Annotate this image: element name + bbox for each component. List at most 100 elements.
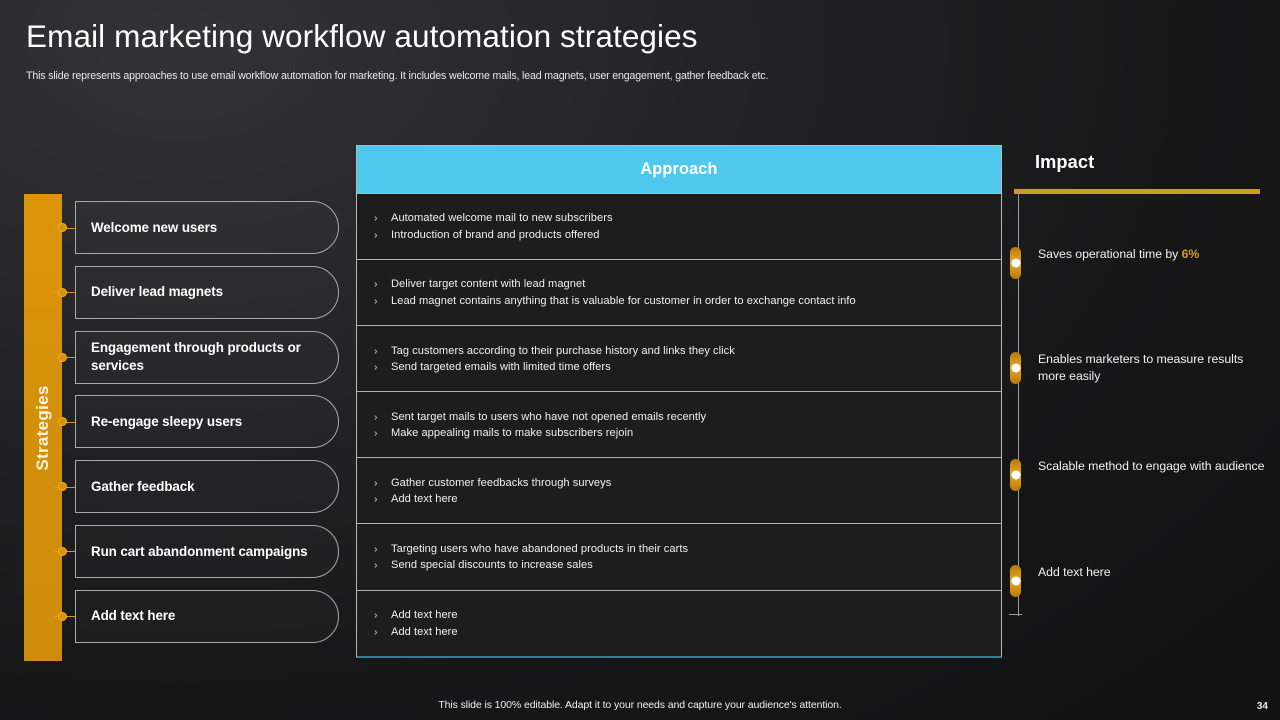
approach-bullet-line: ›Add text here	[374, 607, 1001, 623]
slide-header: Email marketing workflow automation stra…	[26, 18, 1226, 82]
page-number: 34	[1256, 701, 1268, 712]
impact-timeline-axis	[1018, 192, 1019, 616]
strategy-pill-2[interactable]: Engagement through products or services	[75, 330, 339, 384]
footer-note: This slide is 100% editable. Adapt it to…	[438, 699, 842, 711]
impact-text-main: Add text here	[1038, 565, 1111, 579]
approach-bullet-line: ›Make appealing mails to make subscriber…	[374, 425, 1001, 441]
chevron-right-icon: ›	[374, 212, 378, 225]
chevron-right-icon: ›	[374, 294, 378, 307]
chevron-right-icon: ›	[374, 542, 378, 555]
chevron-right-icon: ›	[374, 559, 378, 572]
impact-text: Add text here	[1038, 564, 1270, 581]
approach-bullet-text: Send targeted emails with limited time o…	[391, 360, 611, 373]
strategy-label: Deliver lead magnets	[91, 284, 223, 300]
strategy-pill-3[interactable]: Re-engage sleepy users	[75, 395, 339, 449]
approach-bullet-line: › Add text here	[374, 491, 1001, 507]
approach-bullet-line: ›Deliver target content with lead magnet	[374, 276, 1001, 292]
approach-bullet-line: › Send targeted emails with limited time …	[374, 359, 1001, 375]
approach-row: ›Deliver target content with lead magnet…	[357, 260, 1001, 327]
approach-table-body: › Automated welcome mail to new subscribe…	[357, 194, 1001, 657]
approach-bullet-text: Make appealing mails to make subscribers…	[391, 426, 634, 439]
strategy-pill-6[interactable]: Add text here	[75, 589, 339, 643]
impact-text: Enables marketers to measure results mor…	[1038, 351, 1270, 385]
strategy-row: Gather feedback	[53, 460, 339, 525]
approach-bullet-text: Lead magnet contains anything that is va…	[391, 294, 856, 307]
approach-row: ›Sent target mails to users who have not…	[357, 392, 1001, 459]
strategy-pill-5[interactable]: Run cart abandonment campaigns	[75, 524, 339, 578]
approach-bullet-line: › Targeting users who have abandoned prod…	[374, 541, 1001, 557]
strategy-row: Add text here	[53, 589, 339, 655]
strategy-label: Gather feedback	[91, 478, 195, 494]
strategy-row: Deliver lead magnets	[53, 265, 339, 331]
impact-text: Saves operational time by 6%	[1038, 246, 1270, 263]
chevron-right-icon: ›	[374, 360, 378, 373]
approach-bullet-line: › Lead magnet contains anything that is v…	[374, 293, 1001, 309]
strategy-pill-0[interactable]: Welcome new users	[75, 201, 339, 254]
strategy-pill-1[interactable]: Deliver lead magnets	[75, 265, 339, 319]
impact-timeline-axis-foot	[1009, 614, 1022, 615]
approach-bullet-line: › Tag customers according to their purcha…	[374, 343, 1001, 359]
impact-timeline-marker-dot	[1011, 470, 1020, 480]
strategy-connector-dot	[58, 352, 67, 362]
approach-bullet-text: Targeting users who have abandoned produ…	[391, 542, 689, 555]
impact-accent-value: 6%	[1181, 247, 1200, 261]
chevron-right-icon: ›	[374, 492, 378, 505]
impact-column: Impact Saves operational time by 6% Enabl…	[1009, 152, 1272, 662]
strategy-label: Engagement through products or services	[91, 340, 301, 374]
chevron-right-icon: ›	[374, 476, 378, 489]
approach-bullet-text: Deliver target content with lead magnet	[391, 278, 586, 291]
impact-timeline-marker-dot	[1011, 258, 1020, 268]
strategy-connector-dot	[58, 482, 67, 492]
approach-row: › Gather customer feedbacks through surve…	[357, 458, 1001, 525]
strategy-connector-dot	[58, 287, 67, 297]
strategy-row: Re-engage sleepy users	[53, 395, 339, 460]
approach-bullet-line: › Automated welcome mail to new subscribe…	[374, 210, 1001, 226]
impact-timeline-marker	[1010, 565, 1021, 597]
impact-text-main: Scalable method to engage with audience	[1038, 459, 1265, 473]
approach-bullet-text: Add text here	[391, 609, 458, 622]
approach-column-header: Approach	[357, 146, 1001, 194]
impact-timeline-marker	[1010, 247, 1021, 279]
impact-timeline-marker	[1010, 352, 1021, 384]
strategy-row: Welcome new users	[53, 201, 339, 266]
page-title: Email marketing workflow automation stra…	[26, 18, 698, 54]
approach-bullet-text: Automated welcome mail to new subscriber…	[391, 212, 613, 225]
approach-bullet-text: Tag customers according to their purchas…	[391, 344, 735, 357]
impact-text-main: Saves operational time by	[1038, 247, 1182, 261]
impact-timeline-marker-dot	[1011, 363, 1020, 373]
approach-bullet-text: Introduction of brand and products offer…	[391, 228, 600, 241]
impact-text-main: Enables marketers to measure results mor…	[1038, 352, 1244, 383]
impact-title-underline	[1014, 189, 1260, 194]
strategy-label: Run cart abandonment campaigns	[91, 543, 308, 559]
impact-timeline-marker	[1010, 459, 1021, 491]
strategies-rail: Strategies	[24, 194, 62, 661]
impact-timeline-marker-dot	[1011, 576, 1020, 586]
chevron-right-icon: ›	[374, 344, 378, 357]
strategy-label: Welcome new users	[91, 219, 218, 235]
approach-bullet-text: Send special discounts to increase sales	[391, 559, 593, 572]
approach-bullet-text: Add text here	[391, 625, 458, 638]
approach-bullet-text: Gather customer feedbacks through survey…	[391, 476, 612, 489]
impact-title: Impact	[1035, 152, 1095, 172]
strategy-row: Engagement through products or services	[53, 330, 339, 396]
approach-header-label: Approach	[640, 160, 718, 178]
strategy-pill-4[interactable]: Gather feedback	[75, 460, 339, 514]
approach-bullet-line: ›Introduction of brand and products offe…	[374, 227, 1001, 243]
approach-bullet-text: Add text here	[391, 492, 458, 505]
page-subtitle: This slide represents approaches to use …	[26, 70, 769, 83]
approach-bullet-line: ›Sent target mails to users who have not…	[374, 409, 1001, 425]
approach-bullet-line: › Add text here	[374, 624, 1001, 640]
strategy-connector-dot	[58, 611, 67, 621]
approach-row: › Automated welcome mail to new subscribe…	[357, 194, 1001, 261]
approach-row: › Targeting users who have abandoned prod…	[357, 524, 1001, 591]
strategy-label: Add text here	[91, 608, 176, 624]
approach-bullet-line: › Gather customer feedbacks through surve…	[374, 475, 1001, 491]
approach-bullet-line: › Send special discounts to increase sale…	[374, 557, 1001, 573]
strategy-connector-dot	[58, 223, 67, 232]
chevron-right-icon: ›	[374, 625, 378, 638]
strategy-connector-dot	[58, 417, 67, 427]
approach-bullet-text: Sent target mails to users who have not …	[391, 410, 707, 423]
strategies-rail-label: Strategies	[33, 384, 52, 471]
